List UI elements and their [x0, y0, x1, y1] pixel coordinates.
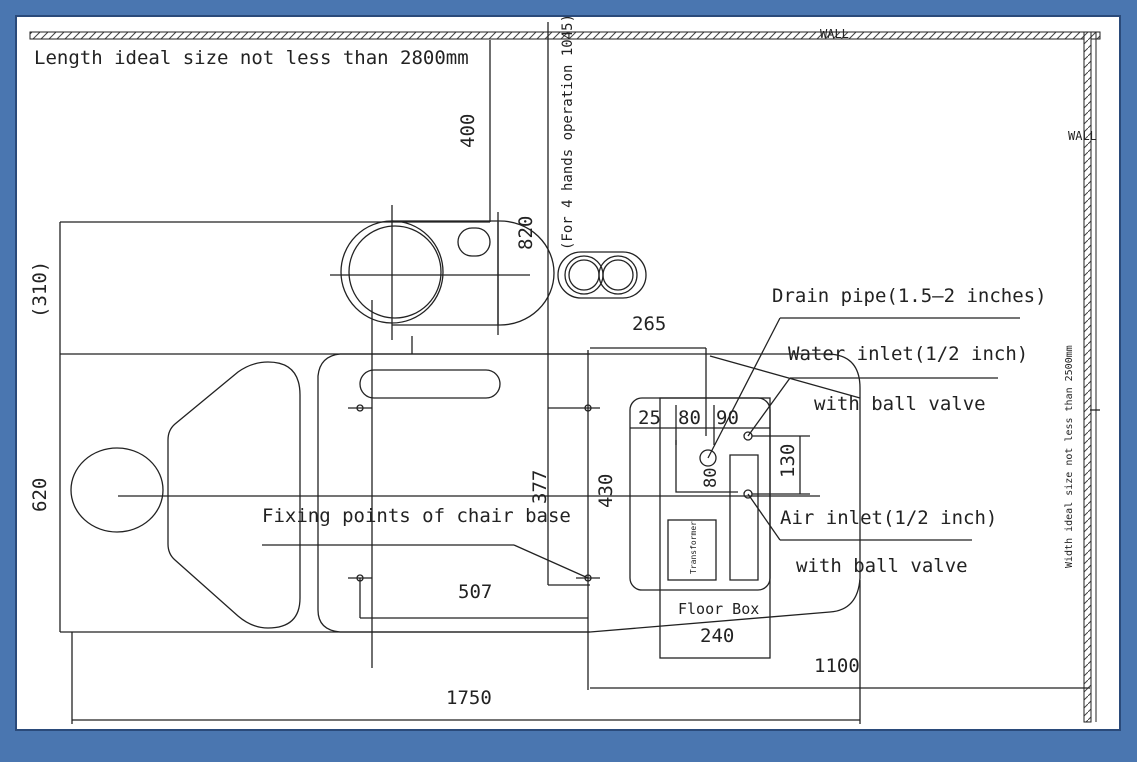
dim-507: 507: [458, 581, 492, 603]
drain-pipe-label: Drain pipe(1.5–2 inches): [772, 285, 1047, 307]
spittoon: [557, 251, 647, 299]
dim-90: 90: [716, 407, 739, 429]
ball-valve-label-2: with ball valve: [796, 555, 968, 577]
dim-620: 620: [29, 478, 51, 512]
air-inlet-label: Air inlet(1/2 inch): [780, 507, 997, 529]
ball-valve-label-1: with ball valve: [814, 393, 986, 415]
air-leader: [747, 493, 781, 541]
dim-265: 265: [632, 313, 666, 335]
floor-box: [629, 397, 810, 659]
dim-1100: 1100: [814, 655, 860, 677]
fixing-points-label: Fixing points of chair base: [262, 505, 571, 527]
wall-top-label: WALL: [820, 27, 849, 41]
wall-right: [1083, 31, 1097, 723]
dim-80b: 80: [701, 468, 721, 488]
width-note: Width ideal size not less than 2500mm: [1064, 345, 1075, 568]
dim-25: 25: [638, 407, 661, 429]
dim-240: 240: [700, 625, 734, 647]
water-leader: [747, 377, 791, 437]
dental-chair: [59, 221, 861, 668]
dim-377: 377: [529, 470, 551, 504]
length-note: Length ideal size not less than 2800mm: [34, 47, 469, 69]
dim-430: 430: [595, 474, 617, 508]
dim-400: 400: [457, 114, 479, 148]
dim-130: 130: [777, 444, 799, 478]
drain-leader: [707, 317, 781, 459]
fixing-points: [262, 347, 707, 690]
floor-box-label: Floor Box: [678, 600, 759, 618]
wall-top: [29, 31, 1101, 40]
drawing-sheet: [15, 15, 1121, 731]
dim-310: (310): [29, 261, 51, 318]
water-inlet-label: Water inlet(1/2 inch): [788, 343, 1028, 365]
dim-80a: 80: [678, 407, 701, 429]
dim-1750: 1750: [446, 687, 492, 709]
dim-820: 820: [515, 216, 537, 250]
four-hands-label: (For 4 hands operation 1045): [560, 14, 576, 250]
wall-right-label: WALL: [1068, 129, 1097, 143]
transformer-label: Transformer: [689, 521, 698, 574]
